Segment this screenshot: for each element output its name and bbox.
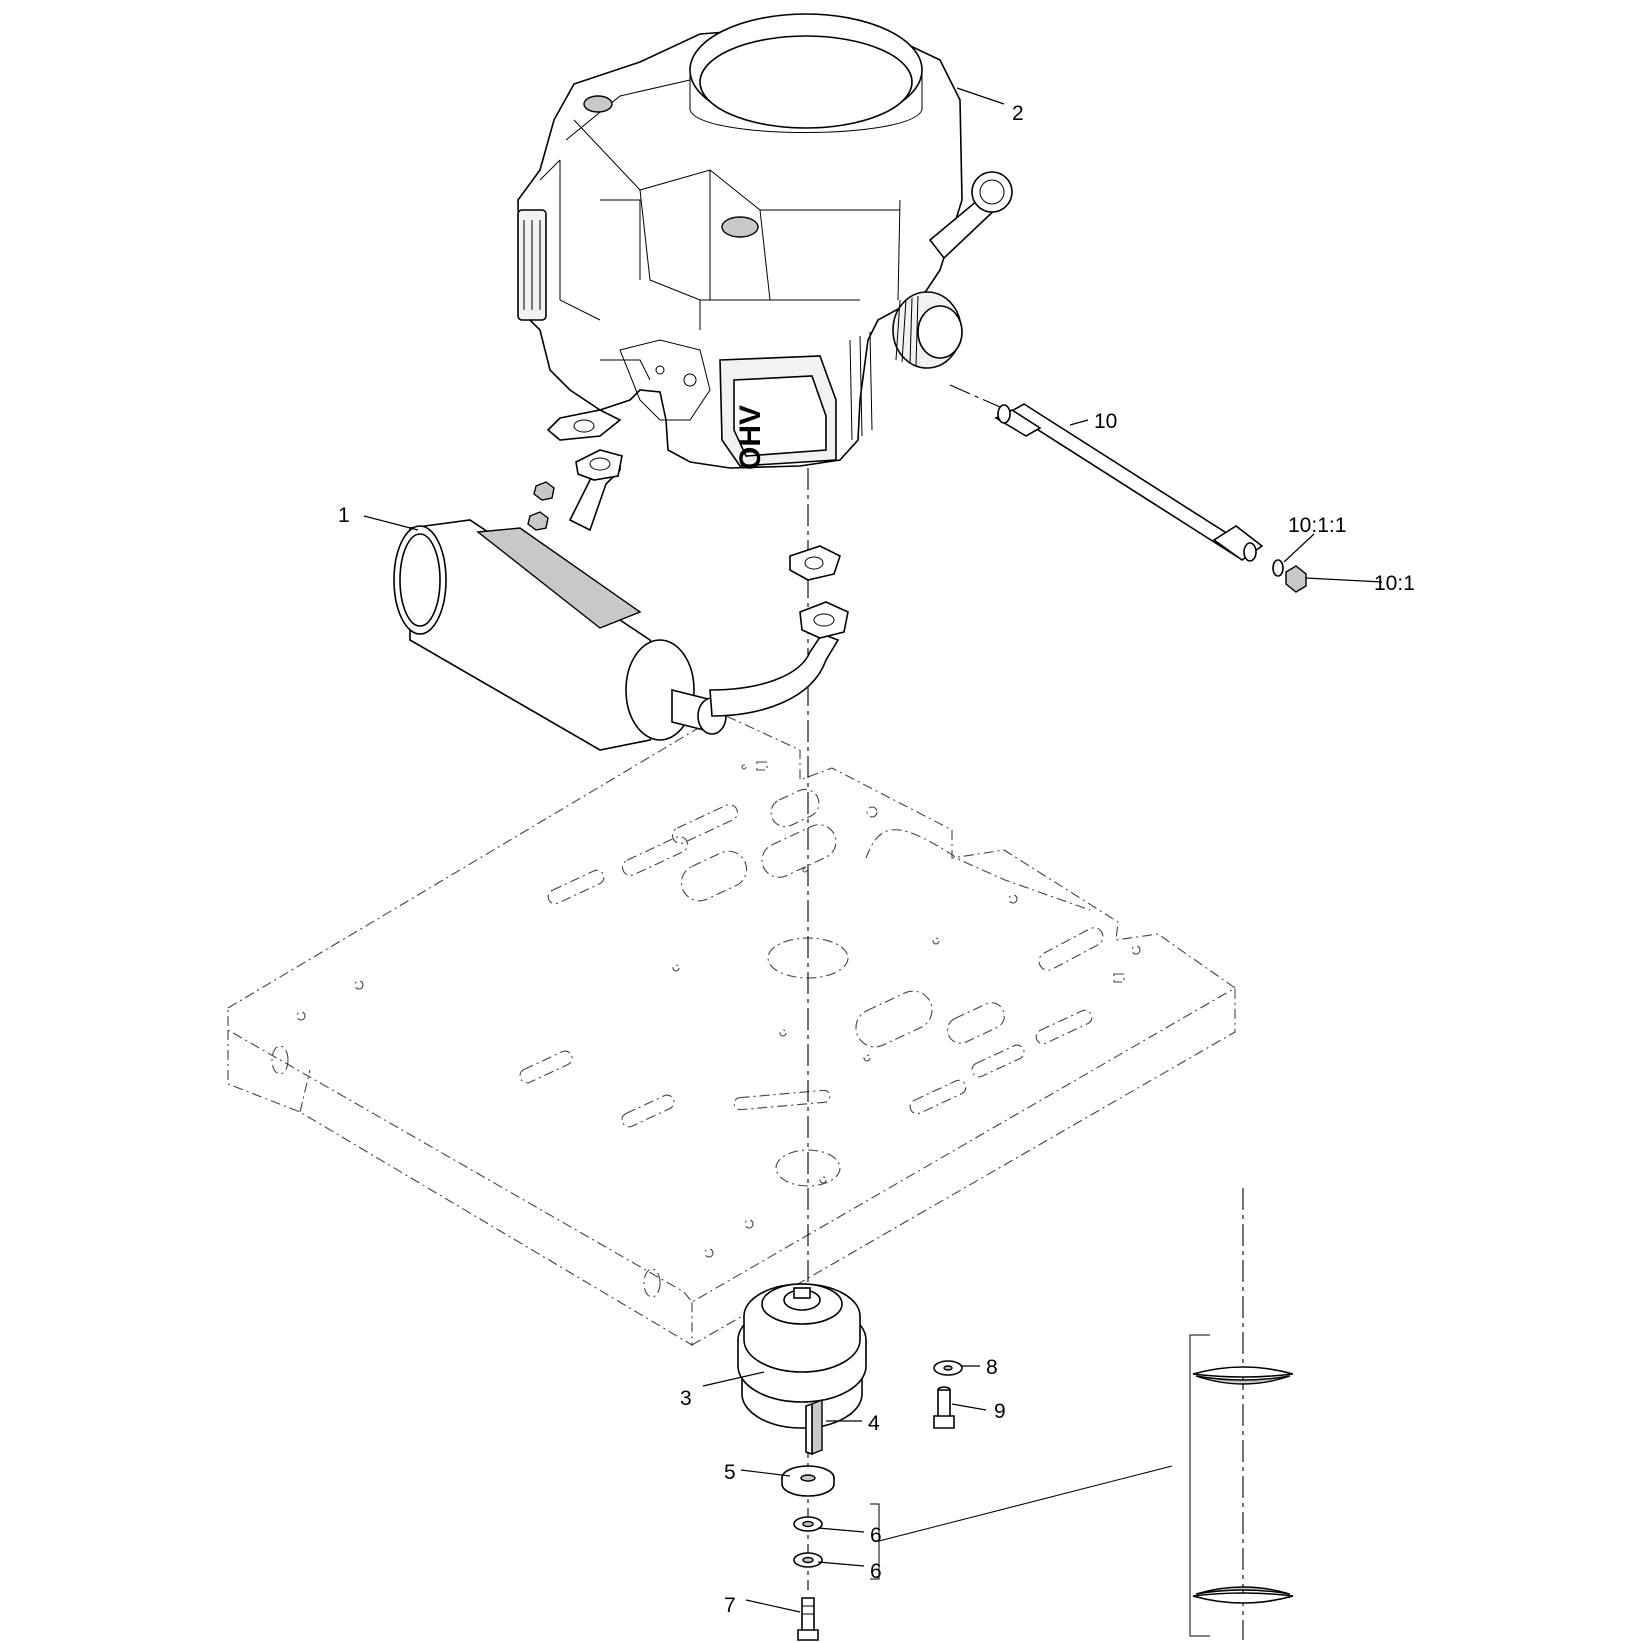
muffler	[393, 449, 849, 751]
callout-7: 7	[724, 1594, 736, 1617]
mounting-plate	[227, 713, 1237, 1346]
bolt-pulley	[797, 1597, 819, 1641]
washer-small-1	[793, 1516, 823, 1532]
bolt-part-9	[933, 1386, 955, 1429]
oil-drain-hose	[994, 403, 1307, 593]
washer-part-8	[933, 1360, 963, 1376]
callout-8: 8	[986, 1356, 998, 1379]
key	[805, 1398, 823, 1456]
callout-6b: 6	[870, 1560, 882, 1583]
callout-4: 4	[868, 1412, 880, 1435]
callout-10: 10	[1094, 410, 1117, 433]
callout-2: 2	[1012, 102, 1024, 125]
callout-9: 9	[994, 1400, 1006, 1423]
callout-3: 3	[680, 1387, 692, 1410]
callout-10-1-1: 10:1:1	[1288, 514, 1346, 537]
exhaust-gasket-lower	[789, 545, 841, 581]
center-lines	[807, 384, 1244, 1640]
callout-5: 5	[724, 1461, 736, 1484]
engine-decal-text: OHV	[734, 405, 767, 470]
washer-small-2	[793, 1552, 823, 1568]
washer-orientation-detail	[870, 1334, 1294, 1637]
engine: OHV	[517, 13, 1013, 470]
washer-large	[781, 1465, 835, 1497]
pulley	[737, 1283, 867, 1429]
leader-lines	[363, 87, 1383, 1613]
callout-10-1: 10:1	[1374, 572, 1415, 595]
callout-1: 1	[338, 504, 350, 527]
exhaust-gasket-upper	[546, 409, 622, 441]
callout-6a: 6	[870, 1524, 882, 1547]
callout-labels: 1 2 3 4 5 6 6 7 8 9 10 10:1:1 10:1	[338, 102, 1415, 1617]
